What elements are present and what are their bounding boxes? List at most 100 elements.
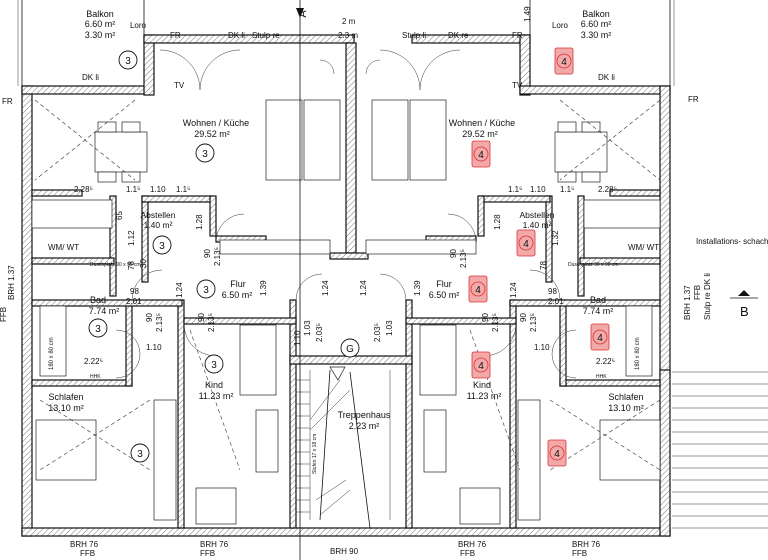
dim-228-left: 2.28⁵	[74, 185, 93, 194]
marker-3-e: 3	[95, 324, 101, 335]
exterior-walls	[21, 34, 671, 537]
stulp-re-label-1: Stulp re	[252, 31, 280, 40]
dim-98-right: 98	[548, 287, 557, 296]
treppenhaus-name: Treppenhaus	[338, 410, 391, 420]
balkon-right-area1: 6.60 m²	[581, 19, 612, 29]
dim-213-f: 2.13⁵	[529, 313, 538, 332]
furniture	[31, 99, 661, 525]
fr-label-3: FR	[2, 97, 13, 106]
bad-left-area: 7.74 m²	[89, 306, 120, 316]
flur-right-area: 6.50 m²	[429, 290, 460, 300]
balkon-left-name: Balkon	[86, 9, 114, 19]
dim-132: 1.32	[551, 230, 560, 246]
dim-213-b: 2.13⁵	[459, 249, 468, 268]
dk-li-label-4: DK li	[703, 273, 712, 290]
dusch-left: Duschplatz 90 x 90 cm	[90, 262, 141, 268]
marker-4-d: 4	[475, 285, 481, 296]
stulp-re-label-2: Stulp re	[703, 292, 712, 320]
abstellen-right-name: Abstellen	[520, 210, 555, 220]
ffb-label-1: FFB	[0, 307, 8, 322]
dim-213-d: 2.13⁵	[207, 313, 216, 332]
tv-label-1: TV	[174, 81, 185, 90]
dim-90-c: 90	[145, 313, 154, 322]
wohnen-right-name: Wohnen / Küche	[449, 118, 515, 128]
kind-left-area: 11.23 m²	[199, 391, 234, 401]
dim-228-right: 2.28⁵	[598, 185, 617, 194]
wmwt-left: WM/ WT	[48, 243, 79, 252]
dk-li-label-1: DK li	[228, 31, 245, 40]
abstellen-left-area: 1.40 m²	[144, 220, 173, 230]
abstellen-right-area: 1.40 m²	[523, 220, 552, 230]
dim-115b-left: 1.1⁵	[176, 185, 190, 194]
dim-139-b: 1.39	[413, 280, 422, 296]
dim-115-right: 1.1⁵	[508, 185, 522, 194]
dim-124-a: 1.24	[175, 282, 184, 298]
dim-128-right: 1.28	[493, 214, 502, 230]
balkon-left-area1: 6.60 m²	[85, 19, 116, 29]
treppenhaus-area: 2.23 m²	[349, 421, 380, 431]
schlafen-right-area: 13.10 m²	[608, 403, 644, 413]
brh-76-1: BRH 76	[70, 540, 99, 549]
annotations: FR FR FR FR DK li Stulp re Stulp li DK r…	[0, 31, 768, 558]
doors	[115, 49, 577, 379]
dim-30: 30	[139, 259, 148, 268]
dim-201-left: 2.01	[126, 297, 142, 306]
dim-139-a: 1.39	[259, 280, 268, 296]
dim-65: 65	[115, 211, 124, 220]
tub-right: 180 x 80 cm	[635, 337, 641, 370]
ffb-label-2: FFB	[693, 285, 702, 300]
dim-2035-a: 2.03⁵	[315, 323, 324, 342]
schlafen-left-name: Schlafen	[48, 392, 83, 402]
balkon-left-area2: 3.30 m²	[85, 30, 116, 40]
dim-110-c: 1.10	[293, 330, 302, 346]
dim-78-a: 78	[127, 261, 136, 270]
schlafen-left-area: 13.10 m²	[48, 403, 84, 413]
fr-label-4: FR	[688, 95, 699, 104]
dim-222-right: 2.22⁵	[596, 357, 615, 366]
markers-4: 4 4 4 4 4 4 4	[468, 47, 610, 467]
dim-222-left: 2.22⁵	[84, 357, 103, 366]
marker-4-a: 4	[561, 57, 567, 68]
room-labels: Balkon 6.60 m² 3.30 m² Loro Balkon 6.60 …	[48, 9, 644, 431]
marker-4-e: 4	[597, 333, 603, 344]
dim-90-a: 90	[203, 249, 212, 258]
flur-left-area: 6.50 m²	[222, 290, 253, 300]
dim-201-right: 2.01	[548, 297, 564, 306]
installationsschacht-label: Installations- schacht	[696, 237, 768, 246]
loro-left: Loro	[130, 21, 147, 30]
marker-3-b: 3	[202, 149, 208, 160]
bad-right-name: Bad	[590, 295, 606, 305]
tv-label-2: TV	[512, 81, 523, 90]
dim-90-d: 90	[197, 313, 206, 322]
dk-li-label-2: DK li	[82, 73, 99, 82]
outdoor-stair	[672, 371, 768, 529]
dim-2m: 2 m	[342, 17, 356, 26]
dim-103-b: 1.03	[385, 320, 394, 336]
schlafen-right-name: Schlafen	[608, 392, 643, 402]
stulp-li-label-1: Stulp li	[402, 31, 426, 40]
marker-4-b: 4	[478, 150, 484, 161]
marker-4-g: 4	[554, 449, 560, 460]
dimension-labels: 2 m 2.3 m 1.49 2.28⁵ 1.1⁵ 1.10 1.1⁵ 1.1⁵…	[74, 6, 617, 366]
stair-steps-label: Stufen 17 x 18 cm	[312, 434, 318, 474]
flur-right-name: Flur	[436, 279, 452, 289]
section-a-label: A	[297, 10, 309, 18]
brh-76-2: BRH 76	[200, 540, 229, 549]
wohnen-right-area: 29.52 m²	[462, 129, 498, 139]
marker-4-f: 4	[478, 361, 484, 372]
dim-110-left: 1.10	[150, 185, 166, 194]
loro-right: Loro	[552, 21, 569, 30]
dim-90-b: 90	[449, 249, 458, 258]
dk-li-label-3: DK li	[598, 73, 615, 82]
dusch-right: Duschplatz 90 x 90 cm	[568, 262, 619, 268]
wmwt-right: WM/ WT	[628, 243, 659, 252]
section-b-label: B	[740, 304, 749, 319]
marker-4-c: 4	[523, 239, 529, 250]
dim-128-left: 1.28	[195, 214, 204, 230]
dim-213-a: 2.13⁵	[213, 247, 222, 266]
dim-149: 1.49	[523, 6, 532, 22]
wohnen-left-name: Wohnen / Küche	[183, 118, 249, 128]
dim-124-b: 1.24	[321, 280, 330, 296]
dim-213-c: 2.13⁵	[155, 313, 164, 332]
stair	[295, 363, 407, 529]
